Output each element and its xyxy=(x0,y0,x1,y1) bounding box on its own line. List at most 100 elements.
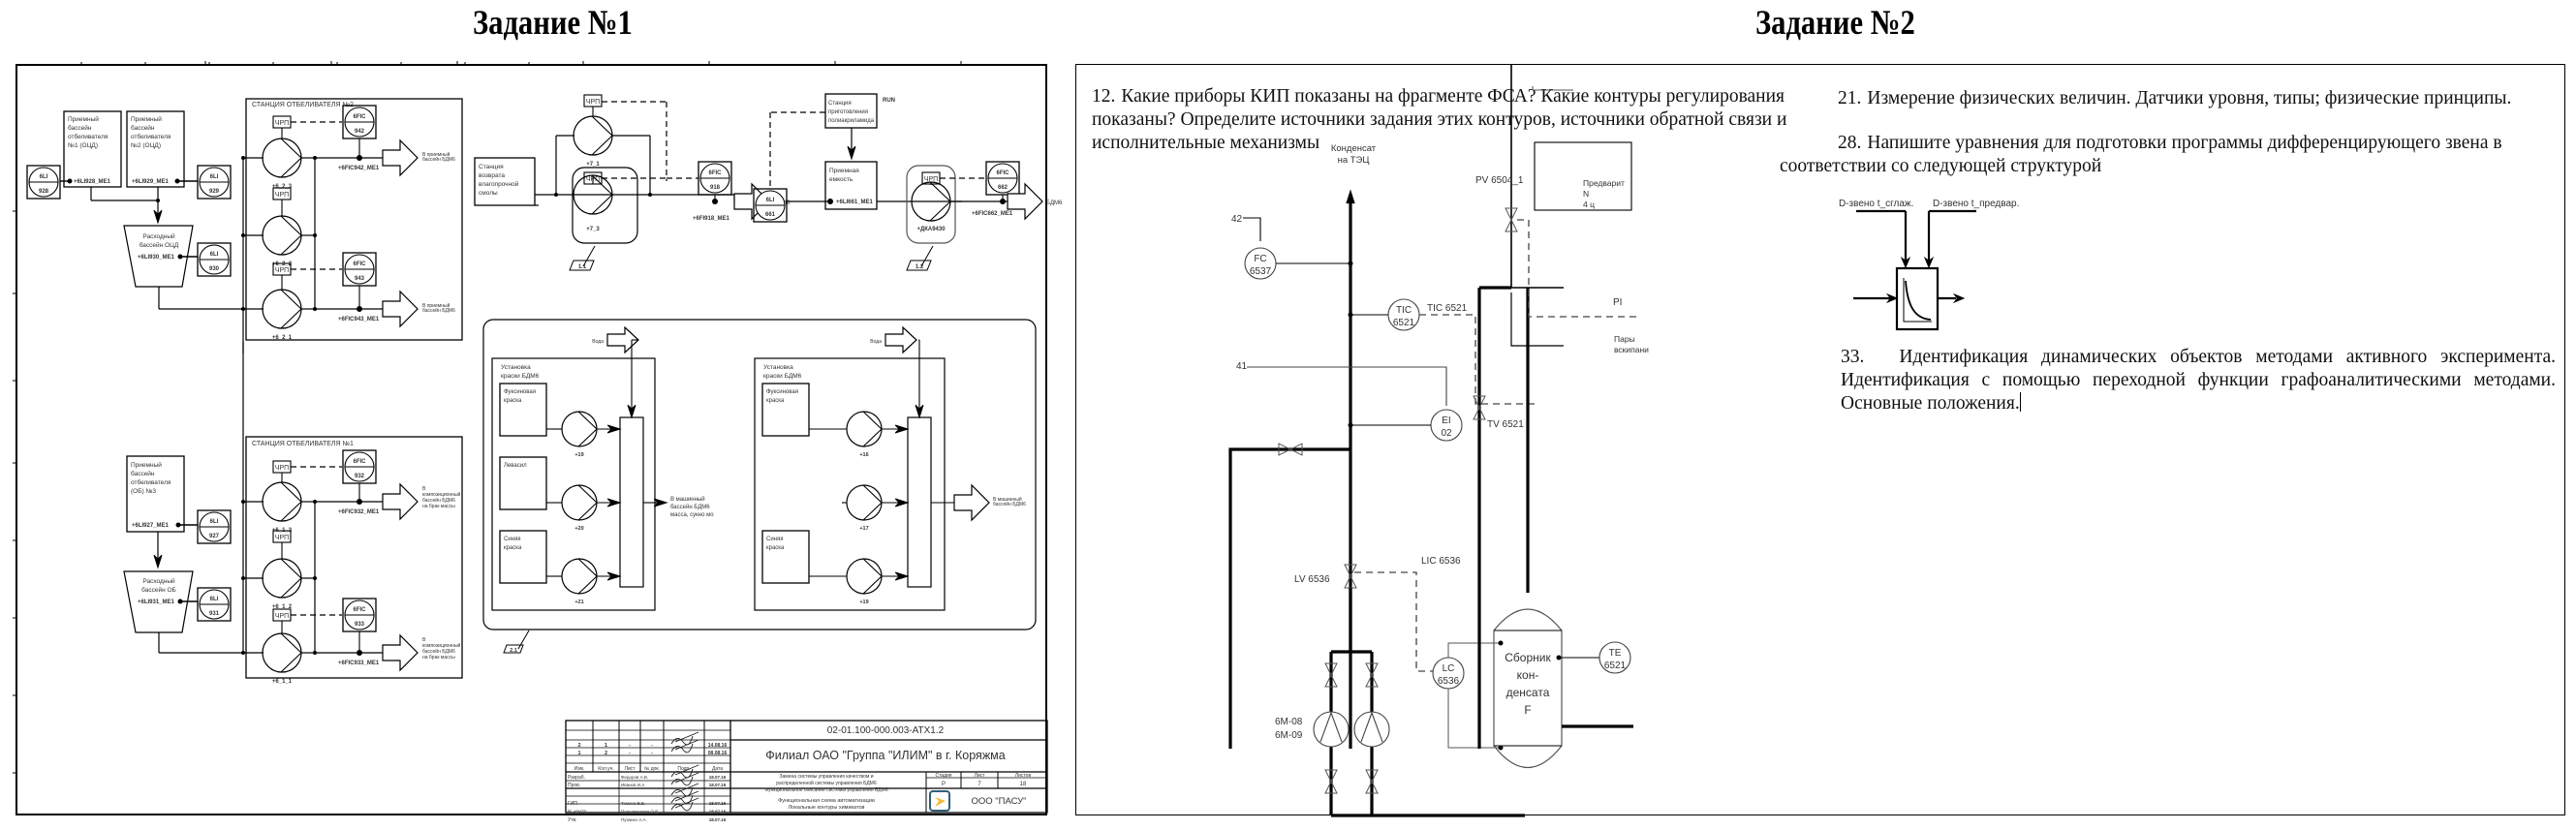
supply-tank-ocd-label: бассейн ОЦД xyxy=(140,241,179,249)
level-indicator-928-frame xyxy=(26,165,61,200)
level-indicator-928-number: 928 xyxy=(39,189,49,195)
flow-tag: +6FIC933_ME1 xyxy=(338,661,380,666)
question-12-number: 12. xyxy=(1092,86,1116,107)
flow-tag-918: +6FI918_ME1 xyxy=(693,216,730,222)
question-33-number: 33. xyxy=(1841,347,1865,367)
level-indicator-928-tag: 6LI xyxy=(40,174,48,180)
level-indicator-661-tag: 6LI xyxy=(766,198,775,203)
dye-pump-impeller-icon xyxy=(577,558,598,595)
vfd-box-label: ЧРП xyxy=(924,176,938,183)
dye-pump xyxy=(846,558,883,595)
pump-6m-08-impeller-icon xyxy=(1319,711,1343,743)
flow-controller-933-number: 933 xyxy=(355,622,365,628)
callout-1-2-label: 1.2 xyxy=(916,264,924,270)
revision-cell: 1 xyxy=(577,751,580,756)
pre-evaporator-box xyxy=(1534,141,1632,211)
flow-controller-932-tag: 6FIC xyxy=(353,459,366,465)
system-description: Функциональное описание системы управлен… xyxy=(764,787,887,793)
pump-manifold xyxy=(1329,588,1374,815)
vfd-box-label: ЧРП xyxy=(275,267,289,274)
signer-name: Федоров А.В. xyxy=(621,775,648,780)
task2-title: Задание №2 xyxy=(1755,3,1915,42)
d-block-input-label-2: D-звено t_предвар. xyxy=(1933,199,2019,209)
sheets-value: 18 xyxy=(1020,782,1027,787)
arrowhead-icon xyxy=(894,571,910,581)
outlet-label: В приемный xyxy=(422,302,450,309)
outlet-label: на брак массы xyxy=(422,504,455,509)
dye-unit-2-frame xyxy=(754,357,946,611)
receiving-tank-label: Приемная xyxy=(829,168,859,174)
title-block-frame xyxy=(565,720,1048,814)
supply-tank-ob xyxy=(123,570,194,633)
pump-tag: +6_2_1 xyxy=(272,335,293,341)
station2-title: СТАНЦИЯ ОТБЕЛИВАТЕЛЯ №2 xyxy=(252,102,354,108)
outlet-arrow xyxy=(1007,182,1043,221)
outlet-label: БДМ6 xyxy=(1046,200,1063,206)
arrowhead-icon xyxy=(153,209,163,225)
d-block-box xyxy=(1895,266,1940,331)
dye-unit-2-title: краски БДМ6 xyxy=(763,373,802,380)
dye-pump-tag: +16 xyxy=(859,452,868,458)
question-21-number: 21. xyxy=(1838,88,1862,108)
flow-controller-918-number: 918 xyxy=(710,185,721,191)
level-valve-lv6536-icon xyxy=(1344,564,1357,589)
condensate-outlet-label: на ТЭЦ xyxy=(1338,155,1370,166)
pump-dka9430-tag: +ДКА9430 xyxy=(916,227,946,232)
revision-cell: 2 xyxy=(605,751,607,756)
pump-6_2_1 xyxy=(262,289,302,329)
receiver-2-box xyxy=(126,110,185,188)
unit-1-2-frame xyxy=(906,165,956,244)
tv-6521-label: TV 6521 xyxy=(1487,419,1524,430)
resin-station-label: Станция xyxy=(479,164,504,170)
station2-frame xyxy=(245,98,463,341)
level-controller-6536-number: 6536 xyxy=(1438,676,1460,687)
pre-evaporator-label: N xyxy=(1583,189,1589,199)
junction-dot xyxy=(712,199,718,204)
junction-dot xyxy=(1348,261,1353,266)
pump-7-1 xyxy=(573,115,613,156)
vapor-label: вскипани xyxy=(1614,345,1649,354)
level-indicator-929-number: 929 xyxy=(209,189,220,195)
outlet-label: бассейн БДМ6 xyxy=(422,497,455,504)
pump-6m-08 xyxy=(1313,711,1350,748)
receiver-2-tag: +6LI929_ME1 xyxy=(132,179,170,185)
temperature-element-6521-number: 6521 xyxy=(1604,661,1627,671)
flow-controller-942-tag: 6FIC xyxy=(353,114,366,120)
level-indicator-931-frame xyxy=(197,587,232,622)
temperature-controller-6521-function: TIC xyxy=(1396,305,1412,316)
question-12-text: Какие приборы КИП показаны на фрагменте … xyxy=(1092,86,1787,153)
line-42-label: 42 xyxy=(1231,214,1243,225)
level-indicator-931-number: 931 xyxy=(209,611,220,617)
signature-scribble xyxy=(670,739,699,753)
company-logo-icon xyxy=(935,797,946,807)
run-label: RUN xyxy=(883,98,895,104)
isolation-valve-icon xyxy=(1365,769,1379,794)
dye-units-frame xyxy=(482,319,1037,630)
flow-tag: +6FIC943_ME1 xyxy=(338,317,380,323)
impulse-line xyxy=(1447,689,1501,749)
scheme-description: Функциональная схема автоматизации xyxy=(778,798,875,804)
temperature-element-6521 xyxy=(1598,641,1631,674)
pump-6m-09-impeller-icon xyxy=(1360,711,1383,743)
revision-header: Подп. xyxy=(677,766,690,772)
pump-tag: +6_1_2 xyxy=(272,604,293,610)
question-21-text: Измерение физических величин. Датчики ур… xyxy=(1867,88,2512,108)
signer-name: Томина В.Б. xyxy=(621,801,645,806)
pump-6_1_1 xyxy=(262,632,302,673)
question-33[interactable]: 33.Идентификация динамических объектов м… xyxy=(1841,346,2556,415)
arrowhead-icon xyxy=(915,404,924,419)
level-indicator-927-frame xyxy=(197,509,232,544)
question-12: 12.Какие приборы КИП показаны на фрагмен… xyxy=(1092,85,1799,155)
flow-tag: +6FIC942_ME1 xyxy=(338,166,380,171)
outlet-arrow xyxy=(382,482,419,521)
resin-station-label: влагопрочной xyxy=(479,180,519,188)
document-code: 02-01.100-000.003-АТХ1.2 xyxy=(827,725,945,736)
source-label: Синяя xyxy=(766,537,784,542)
callout-leader xyxy=(920,245,934,267)
arrowhead-icon xyxy=(894,498,910,507)
junction-dot xyxy=(1348,312,1353,318)
dye-pump xyxy=(561,558,598,595)
level-indicator-929-frame xyxy=(197,165,232,200)
d-block-input-label-1: D-звено t_сглаж. xyxy=(1839,199,1913,209)
flow-controller-918-tag: 6FIC xyxy=(708,170,722,176)
